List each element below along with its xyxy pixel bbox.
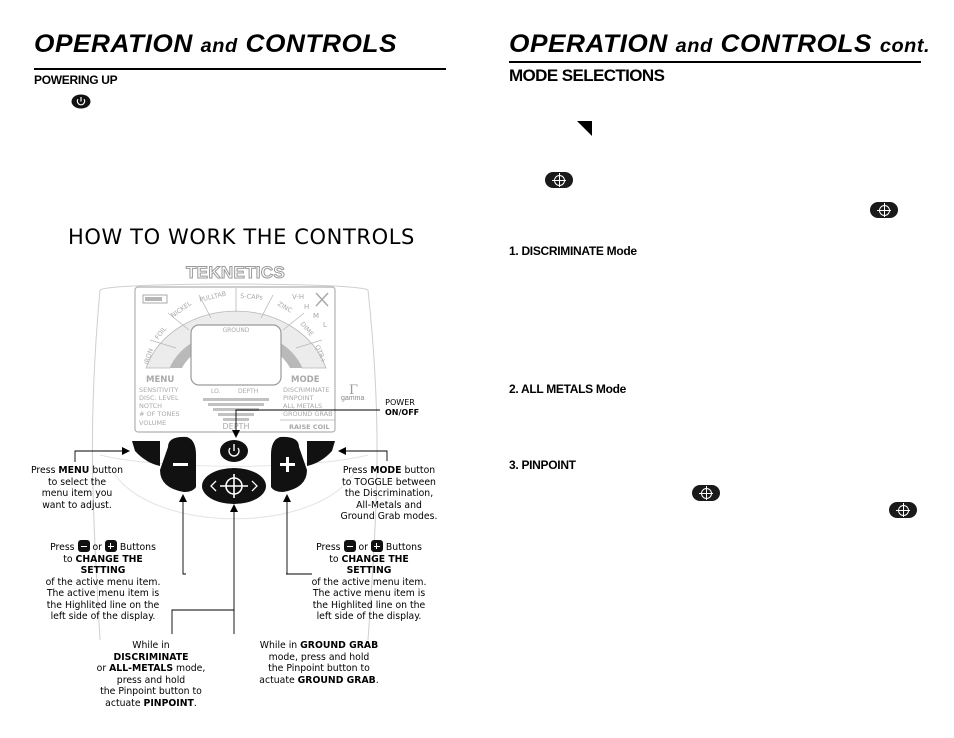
right-page-title: OPERATION and CONTROLS cont.: [509, 30, 931, 58]
lcd-target-label: S-CAPs: [240, 292, 264, 302]
lcd-l-label: L: [323, 321, 327, 329]
plus-mini-icon: [370, 540, 383, 552]
plus-mini-icon: [104, 540, 117, 552]
lcd-menu-title: MENU: [146, 375, 174, 385]
lcd-mode-item: GROUND GRAB: [283, 410, 333, 418]
minus-mini-icon: [77, 540, 90, 552]
pinpoint-icon: [889, 502, 917, 518]
lcd-menu-item: VOLUME: [139, 419, 166, 427]
adjust-callout-left: Press or Buttons to CHANGE THE SETTING o…: [45, 540, 161, 622]
how-to-work-heading: HOW TO WORK THE CONTROLS: [68, 225, 415, 249]
lcd-raise-coil: RAISE COIL: [289, 423, 330, 431]
all-metals-mode-heading: 2. ALL METALS Mode: [509, 382, 627, 396]
pinpoint-callout: While in DISCRIMINATE or ALL-METALS mode…: [96, 640, 206, 709]
power-icon: [228, 447, 240, 457]
lcd-mode-item: ALL METALS: [283, 402, 322, 410]
lcd-depth-label: DEPTH: [238, 388, 258, 395]
lcd-m-label: M: [313, 312, 319, 320]
lcd-target-label: PULLTAB: [199, 290, 228, 304]
left-title-rule: [34, 68, 446, 70]
lcd-mode-item: PINPOINT: [283, 394, 314, 402]
discriminate-mode-heading: 1. DISCRIMINATE Mode: [509, 244, 637, 258]
gamma-symbol: Γ: [349, 383, 358, 398]
brand-logo: TEKNETICS: [185, 263, 286, 283]
gamma-logo: gamma: [341, 395, 364, 402]
lcd-menu-item: NOTCH: [139, 402, 162, 410]
powering-up-heading: POWERING UP: [34, 73, 118, 87]
lcd-vh-label: V-H: [292, 293, 304, 301]
lcd-ground-label: GROUND: [222, 327, 249, 334]
mode-callout: Press MODE button to TOGGLE between the …: [340, 465, 438, 522]
lcd-menu-item: DISC. LEVEL: [139, 394, 179, 402]
menu-button[interactable]: [132, 441, 160, 466]
minus-mini-icon: [343, 540, 356, 552]
adjust-callout-right: Press or Buttons to CHANGE THE SETTING o…: [311, 540, 427, 622]
pinpoint-icon: [545, 172, 573, 188]
mode-selections-heading: MODE SELECTIONS: [509, 66, 665, 85]
menu-callout: Press MENU button to select the menu ite…: [30, 465, 123, 511]
ground-grab-callout: While in GROUND GRAB mode, press and hol…: [259, 640, 379, 686]
pinpoint-icon: [692, 485, 720, 501]
lcd-mode-item: DISCRIMINATE: [283, 386, 329, 394]
lcd-target-label: NICKEL: [169, 299, 193, 319]
lcd-menu-item: # OF TONES: [139, 410, 180, 418]
right-title-rule: [509, 61, 921, 63]
lcd-target-label: ZINC: [276, 300, 294, 315]
pinpoint-heading: 3. PINPOINT: [509, 458, 576, 472]
power-icon: [71, 94, 91, 109]
pinpoint-icon: [870, 202, 898, 218]
pick-shovel-icon: [315, 292, 329, 307]
indicator-triangle-icon: [577, 121, 592, 136]
lcd-mode-title: MODE: [291, 375, 320, 385]
lcd-lo-label: LO.: [211, 388, 221, 395]
lcd-h-label: H: [304, 303, 309, 311]
left-page-title: OPERATION and CONTROLS: [34, 30, 398, 58]
lcd-menu-item: SENSITIVITY: [139, 386, 178, 394]
mode-button[interactable]: [307, 441, 335, 466]
